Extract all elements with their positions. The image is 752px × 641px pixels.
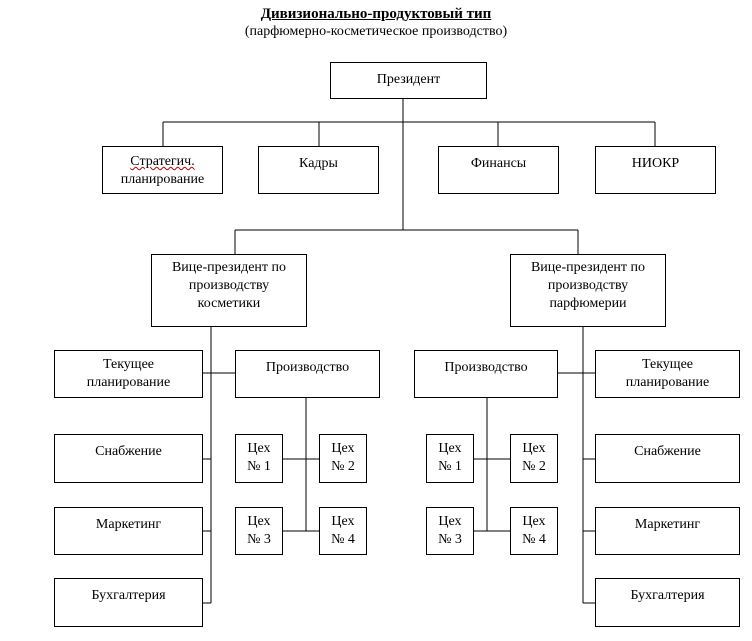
right-current-planning-label-1: Текущее — [641, 357, 694, 372]
right-production-box: Производство — [414, 350, 558, 398]
left-shop-2-label-2: № 2 — [331, 459, 355, 474]
right-shop-2-box: Цех № 2 — [510, 434, 558, 483]
left-shop-4-label-1: Цех — [331, 514, 355, 529]
diagram-subtitle: (парфюмерно-косметическое производство) — [244, 24, 508, 39]
left-current-planning-label-2: планирование — [86, 375, 171, 390]
strategic-planning-box: Стратегич. планирование — [102, 146, 223, 194]
strategic-planning-label-1: Стратегич. — [130, 154, 195, 169]
right-supply-box: Снабжение — [595, 434, 740, 483]
right-accounting-box: Бухгалтерия — [595, 578, 740, 627]
left-current-planning-label-1: Текущее — [102, 357, 155, 372]
vp-perfumery-label-3: парфюмерии — [549, 296, 627, 311]
right-shop-3-box: Цех № 3 — [426, 507, 474, 555]
left-shop-2-label-1: Цех — [331, 441, 355, 456]
left-current-planning-box: Текущее планирование — [54, 350, 203, 398]
left-production-box: Производство — [235, 350, 380, 398]
left-shop-1-label-2: № 1 — [247, 459, 271, 474]
right-marketing-label: Маркетинг — [634, 517, 701, 532]
right-accounting-label: Бухгалтерия — [630, 588, 705, 603]
hr-label: Кадры — [299, 156, 338, 171]
right-shop-1-label-1: Цех — [438, 441, 462, 456]
left-shop-3-box: Цех № 3 — [235, 507, 283, 555]
right-shop-4-label-2: № 4 — [522, 532, 546, 547]
strategic-planning-label-2: планирование — [120, 172, 205, 187]
left-shop-1-label-1: Цех — [247, 441, 271, 456]
president-label: Президент — [376, 72, 441, 87]
right-current-planning-box: Текущее планирование — [595, 350, 740, 398]
president-box: Президент — [330, 62, 487, 99]
right-shop-1-label-2: № 1 — [438, 459, 462, 474]
right-shop-3-label-1: Цех — [438, 514, 462, 529]
finance-box: Финансы — [438, 146, 559, 194]
rnd-label: НИОКР — [631, 156, 680, 171]
left-marketing-box: Маркетинг — [54, 507, 203, 555]
left-shop-4-label-2: № 4 — [331, 532, 355, 547]
right-shop-4-box: Цех № 4 — [510, 507, 558, 555]
vp-perfumery-box: Вице-президент по производству парфюмери… — [510, 254, 666, 327]
rnd-box: НИОКР — [595, 146, 716, 194]
hr-box: Кадры — [258, 146, 379, 194]
finance-label: Финансы — [470, 156, 527, 171]
right-shop-1-box: Цех № 1 — [426, 434, 474, 483]
left-shop-1-box: Цех № 1 — [235, 434, 283, 483]
right-current-planning-label-2: планирование — [625, 375, 710, 390]
left-supply-label: Снабжение — [95, 444, 162, 459]
vp-perfumery-label-2: производству — [547, 278, 629, 293]
left-shop-3-label-2: № 3 — [247, 532, 271, 547]
diagram-title: Дивизионально-продуктовый тип — [260, 6, 492, 22]
left-shop-2-box: Цех № 2 — [319, 434, 367, 483]
vp-cosmetics-label-3: косметики — [197, 296, 261, 311]
left-production-label: Производство — [265, 360, 350, 375]
vp-cosmetics-label-1: Вице-президент по — [171, 260, 287, 275]
left-marketing-label: Маркетинг — [95, 517, 162, 532]
right-shop-2-label-2: № 2 — [522, 459, 546, 474]
vp-cosmetics-label-2: производству — [188, 278, 270, 293]
vp-cosmetics-box: Вице-президент по производству косметики — [151, 254, 307, 327]
right-supply-label: Снабжение — [634, 444, 701, 459]
left-shop-3-label-1: Цех — [247, 514, 271, 529]
left-supply-box: Снабжение — [54, 434, 203, 483]
right-production-label: Производство — [444, 360, 528, 375]
right-shop-2-label-1: Цех — [522, 441, 546, 456]
right-shop-4-label-1: Цех — [522, 514, 546, 529]
left-accounting-box: Бухгалтерия — [54, 578, 203, 627]
left-accounting-label: Бухгалтерия — [91, 588, 166, 603]
right-shop-3-label-2: № 3 — [438, 532, 462, 547]
vp-perfumery-label-1: Вице-президент по — [530, 260, 646, 275]
right-marketing-box: Маркетинг — [595, 507, 740, 555]
left-shop-4-box: Цех № 4 — [319, 507, 367, 555]
